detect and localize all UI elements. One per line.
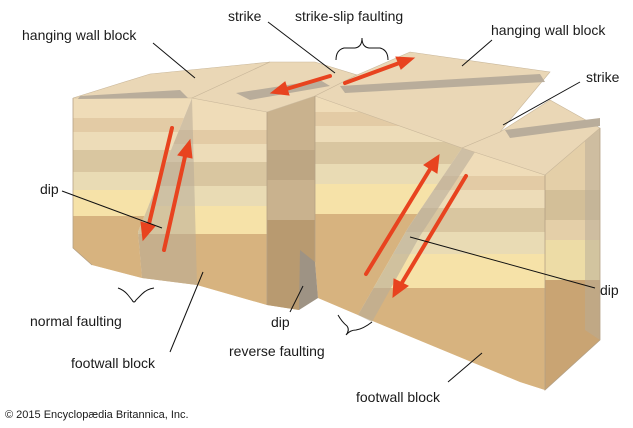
stratum [73, 118, 192, 132]
right-fault-plane [585, 128, 600, 340]
normal-fault-plane [138, 98, 197, 285]
arrowhead [395, 56, 416, 70]
arrowhead [269, 81, 290, 96]
normal-fault-up-arrow [162, 150, 188, 252]
arrowhead [177, 138, 193, 159]
label-normal-faulting: normal faulting [30, 313, 122, 329]
top-band-footwall-right [505, 118, 600, 138]
arrowhead [423, 153, 440, 174]
strike-slip-brace [335, 37, 389, 61]
top-band-left [78, 90, 188, 99]
reverse-fault-plane [358, 148, 475, 322]
label-dip-left: dip [40, 181, 59, 197]
reverse-faulting-brace [337, 314, 373, 336]
label-strike-slip-faulting: strike-slip faulting [295, 8, 403, 24]
strike-slip-left-arrow [281, 74, 332, 92]
strike-slip-right-arrow [343, 60, 404, 85]
reverse-fault-down-arrow [398, 174, 468, 288]
label-strike-right: strike [586, 69, 620, 85]
reverse-fault-up-arrow [364, 164, 434, 276]
label-hanging-wall-block-left: hanging wall block [22, 27, 137, 43]
stratum [267, 150, 315, 180]
top-band-right [340, 74, 545, 93]
block-outlines [72, 96, 601, 391]
copyright-notice: © 2015 Encyclopædia Britannica, Inc. [5, 409, 189, 421]
label-footwall-block-right: footwall block [356, 389, 441, 405]
label-dip-right: dip [600, 282, 619, 298]
stratum [315, 142, 462, 164]
top-surface-footwall-right [461, 99, 601, 176]
arrowhead [140, 221, 156, 242]
label-dip-center: dip [271, 314, 290, 330]
label-reverse-faulting: reverse faulting [229, 343, 325, 359]
leader-lines [61, 21, 596, 383]
label-footwall-block-left: footwall block [71, 355, 156, 371]
label-strike-top: strike [228, 8, 262, 24]
normal-faulting-brace [117, 287, 155, 303]
label-hanging-wall-block-right: hanging wall block [491, 22, 606, 38]
arrowhead [392, 278, 409, 299]
normal-fault-down-arrow [146, 126, 174, 230]
stratum [73, 132, 192, 150]
strike-slip-fault-plane [299, 250, 318, 310]
motion-arrows [140, 56, 468, 299]
